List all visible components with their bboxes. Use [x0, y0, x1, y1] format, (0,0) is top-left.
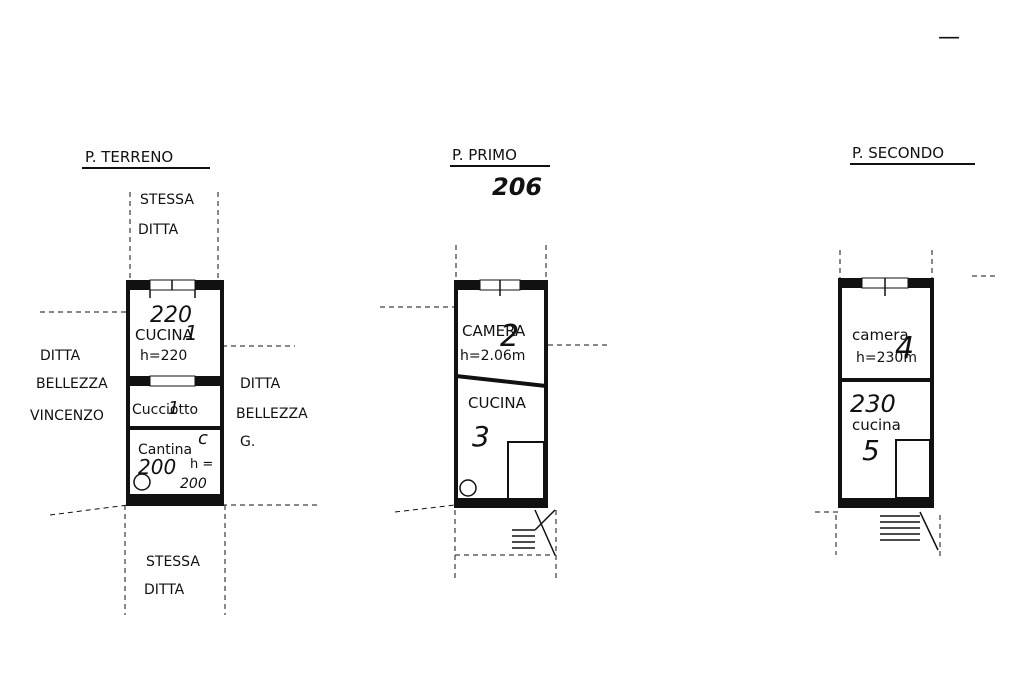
room-mark-cucciotto: 1 [168, 398, 179, 419]
room-height-camera-secondo: h=230m [856, 350, 917, 366]
stair-enclosure [507, 441, 545, 501]
room-mark-cucina-primo: 3 [472, 420, 490, 453]
south-wall [838, 498, 934, 508]
room-number-cantina: 200 [138, 455, 176, 479]
external-stair [880, 511, 939, 551]
room-number-cucina-secondo: 230 [850, 390, 896, 418]
room-name-camera: CAMERA [462, 322, 526, 340]
plan-piano-primo: P. PRIMO 206 CAMERA h=2.06m 2 CUCI [380, 146, 608, 578]
south-wall [126, 494, 224, 506]
room-height-cantina-a: h = [190, 457, 213, 472]
room-name-cucina-primo: CUCINA [468, 394, 527, 412]
interior-wall [455, 374, 547, 388]
plan-title-secondo: P. SECONDO [852, 144, 944, 162]
neighbor-east-line3: G. [240, 434, 255, 450]
neighbor-east-line1: DITTA [240, 376, 281, 392]
plan-title-primo: P. PRIMO [452, 146, 517, 164]
room-name-cucina: CUCINA [135, 326, 194, 344]
room-mark-camera: 2 [500, 319, 519, 354]
boundary-line [49, 504, 129, 516]
stray-mark: — [938, 25, 960, 50]
room-height-cantina-b: 200 [180, 476, 207, 492]
room-name-cucciotto: Cucciotto [132, 402, 198, 418]
room-number-cucina: 220 [150, 303, 192, 328]
neighbor-west-line1: DITTA [40, 348, 81, 364]
plan-piano-terreno: P. TERRENO STESSA DITTA STESSA DITTA DIT… [30, 148, 320, 615]
neighbor-south-line2: DITTA [144, 582, 185, 598]
room-mark-cucina-secondo: 5 [862, 434, 880, 467]
room-mark-camera-secondo: 4 [895, 331, 914, 366]
room-name-camera-secondo: camera [852, 326, 909, 344]
room-height-cucina: h=220 [140, 348, 187, 364]
room-name-cucina-secondo: cucina [852, 416, 901, 434]
room-mark-cantina: c [198, 428, 208, 449]
door-opening [149, 375, 196, 387]
neighbor-south-line1: STESSA [146, 554, 200, 570]
room-height-camera: h=2.06m [460, 348, 525, 364]
handwritten-number: 206 [492, 173, 542, 201]
neighbor-west-line2: BELLEZZA [36, 376, 108, 392]
stair-spiral-icon [459, 479, 477, 497]
external-stair [512, 509, 556, 556]
plan-title-terreno: P. TERRENO [85, 148, 173, 166]
boundary-line [394, 504, 456, 513]
neighbor-north-line2: DITTA [138, 222, 179, 238]
neighbor-west-line3: VINCENZO [30, 408, 104, 424]
room-mark-cucina: 1 [185, 321, 198, 345]
stair-spiral-icon [133, 473, 151, 491]
stair-enclosure [895, 439, 931, 499]
neighbor-east-line2: BELLEZZA [236, 406, 308, 422]
plan-piano-secondo: P. SECONDO camera h=230m 4 230 cucina 5 [815, 144, 995, 560]
south-wall [454, 498, 548, 508]
room-name-cantina: Cantina [138, 442, 192, 458]
neighbor-north-line1: STESSA [140, 192, 194, 208]
